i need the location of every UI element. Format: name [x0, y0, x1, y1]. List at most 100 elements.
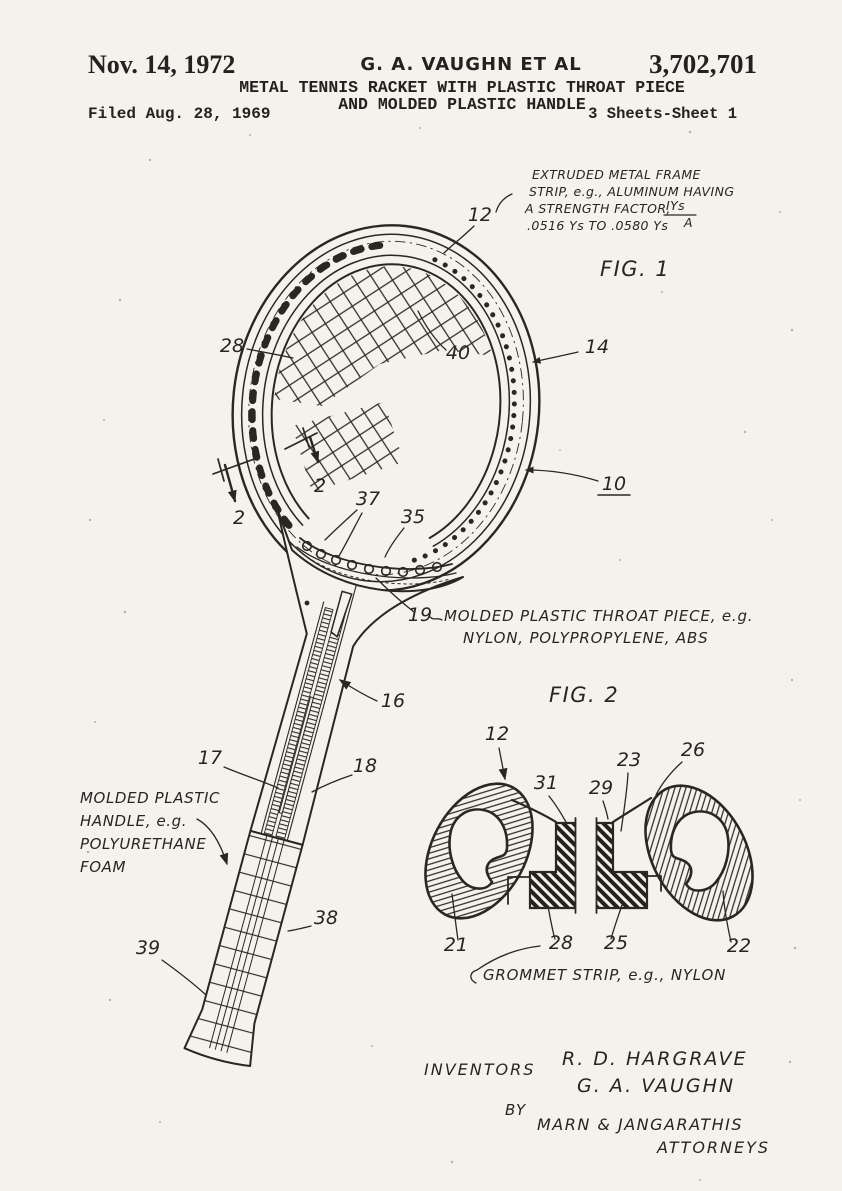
ref-label-18: 18 [353, 755, 377, 777]
leader-12 [443, 225, 475, 254]
string-slot-band [248, 241, 384, 537]
ref-label-17: 17 [198, 747, 222, 769]
ref-label-2-inner: 2 [314, 475, 326, 497]
throat-piece [296, 537, 457, 585]
ref-label-35: 35 [401, 506, 425, 528]
ref-label-21: 21 [444, 934, 468, 956]
leader-29 [602, 800, 609, 820]
leader-37b [338, 512, 363, 557]
ref-label-22: 22 [727, 935, 751, 957]
fig2-cross-section-drawing: FIG. 2 12 31 29 [424, 683, 754, 984]
filed-date: Filed Aug. 28, 1969 [88, 105, 270, 123]
patent-title-line1: METAL TENNIS RACKET WITH PLASTIC THROAT … [239, 78, 685, 97]
frame-note-line2: STRIP, e.g., ALUMINUM HAVING [529, 184, 734, 199]
leader-arrow-10 [525, 466, 599, 482]
leader-40 [417, 310, 447, 351]
frame-note-line4: .0516 Ys TO .0580 Ys [527, 218, 668, 233]
frame-note-line3: A STRENGTH FACTOR, [524, 201, 671, 216]
string-hole-dots [411, 257, 517, 563]
fig1-racket-drawing: 12 EXTRUDED METAL FRAME STRIP, e.g., ALU… [80, 167, 753, 1067]
throat-opening [330, 590, 353, 638]
leader-38 [287, 925, 312, 932]
ref-label-10: 10 [602, 473, 626, 495]
leader-arrow-16 [338, 679, 378, 702]
leader-28 [246, 348, 294, 359]
string-anchor-bumps [301, 540, 443, 578]
sheet-count: 3 Sheets-Sheet 1 [588, 105, 737, 123]
ref-label-25: 25 [604, 932, 628, 954]
leader-19 [375, 577, 415, 613]
fig2-caption: FIG. 2 [549, 683, 619, 707]
inventors-label: INVENTORS [424, 1060, 535, 1079]
grip-wrap-lines [184, 830, 303, 1066]
racket-shaft [249, 507, 464, 846]
leader-arrow-14 [532, 351, 579, 364]
ref-label-28: 28 [220, 335, 244, 357]
ref-label-12: 12 [468, 204, 492, 226]
frame-note-line1: EXTRUDED METAL FRAME [532, 167, 701, 182]
grommet-dot [304, 600, 310, 606]
leader-31 [548, 795, 567, 823]
leader-18 [311, 774, 353, 793]
ref-label-31: 31 [534, 772, 558, 794]
ref-label-23: 23 [617, 749, 641, 771]
ref-label-28-fig2: 28 [549, 932, 573, 954]
signature-block: INVENTORS R. D. HARGRAVE G. A. VAUGHN BY… [424, 1048, 770, 1157]
shaft-channel [278, 696, 315, 815]
ref-label-40: 40 [446, 342, 470, 364]
leader-37a [324, 509, 358, 541]
handle-note-line4: FOAM [80, 858, 126, 876]
leader-17 [223, 766, 279, 789]
racket-strings [262, 255, 513, 492]
leader-35 [384, 527, 405, 558]
handle-note-line3: POLYURETHANE [80, 835, 206, 853]
header: Nov. 14, 1972 G. A. VAUGHN ET AL 3,702,7… [88, 49, 757, 123]
section-line-2-outer [212, 457, 258, 503]
leader-21 [451, 893, 459, 941]
leader-19-squiggle [429, 616, 443, 621]
frame-note-fraction-numerator: IYs [666, 198, 685, 213]
ref-label-38: 38 [314, 907, 338, 929]
leader-39 [161, 959, 207, 996]
throat-note-line2: NYLON, POLYPROPYLENE, ABS [463, 629, 708, 647]
fig1-caption: FIG. 1 [600, 257, 670, 281]
attorneys-label: ATTORNEYS [656, 1138, 770, 1157]
frame-note-fraction-denominator: A [683, 215, 693, 230]
frame-tube-left-section [424, 782, 534, 920]
frame-tube-right-section [644, 784, 754, 922]
patent-author: G. A. VAUGHN ET AL [360, 54, 581, 75]
patent-number: 3,702,701 [649, 49, 757, 79]
handle-note-line2: HANDLE, e.g. [80, 812, 187, 830]
string-channel [575, 818, 597, 913]
paper-speckles [86, 127, 801, 1181]
leader-28-fig2 [547, 905, 556, 940]
ref-label-26: 26 [681, 739, 705, 761]
tube-neck-left [510, 798, 558, 824]
handle-note-line1: MOLDED PLASTIC [80, 789, 220, 807]
leader-23 [620, 772, 629, 832]
leader-arrow-12-fig2 [498, 747, 508, 781]
tube-neck-right [611, 796, 653, 824]
throat-note-line1: MOLDED PLASTIC THROAT PIECE, e.g. [444, 607, 753, 625]
leader-25 [610, 904, 623, 940]
leader-22 [722, 890, 732, 943]
ref-label-12-fig2: 12 [485, 723, 509, 745]
racket-grip [183, 829, 304, 1067]
grommet-note: GROMMET STRIP, e.g., NYLON [483, 966, 726, 984]
grommet-note-hook [470, 969, 478, 984]
ref-label-14: 14 [585, 336, 609, 358]
ref-label-37: 37 [356, 488, 380, 510]
ref-label-29: 29 [589, 777, 613, 799]
attorney-firm: MARN & JANGARATHIS [537, 1115, 743, 1134]
ref-label-2-outer: 2 [233, 507, 245, 529]
inventor-name-1: R. D. HARGRAVE [562, 1048, 747, 1070]
ref-label-19: 19 [408, 604, 432, 626]
leader-grommet-note [476, 945, 541, 971]
leader-12-bracket [495, 193, 513, 213]
section-line-2-inner [284, 427, 320, 464]
leader-26 [655, 761, 683, 796]
by-label: BY [505, 1101, 527, 1119]
patent-date: Nov. 14, 1972 [88, 50, 235, 79]
